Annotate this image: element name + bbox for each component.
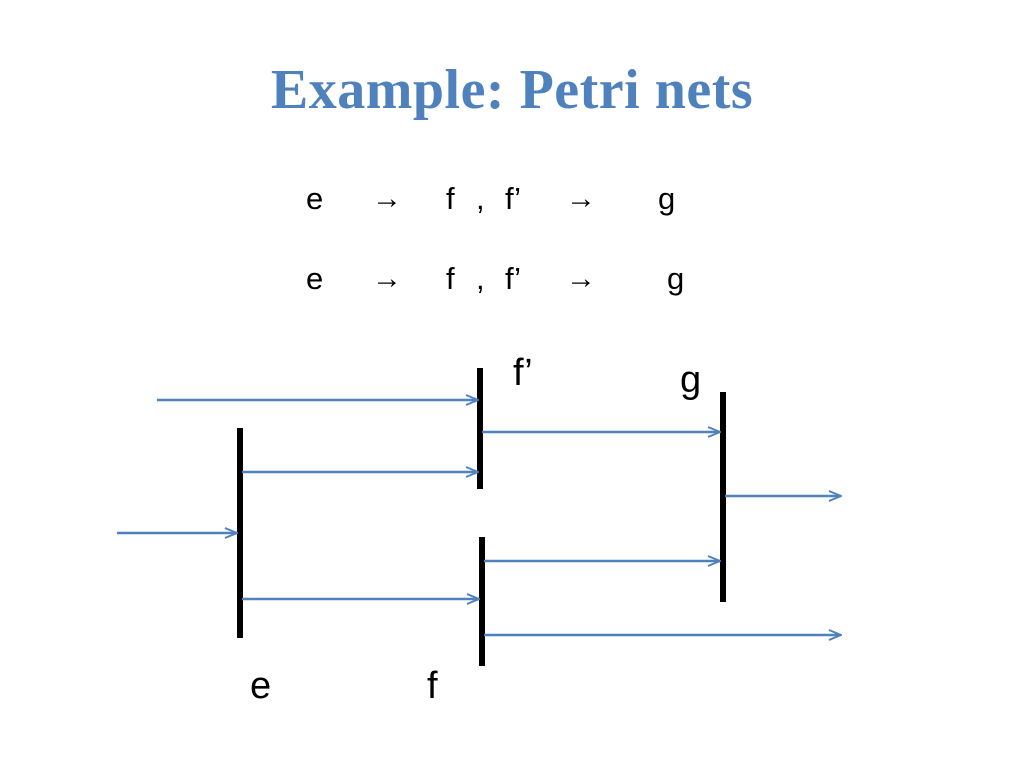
rule-1-comma: ,: [476, 181, 485, 216]
rule-1-arrow2-icon: →: [566, 182, 596, 215]
rule-2-arrow2-icon: →: [566, 262, 596, 295]
rule-1-mid2: f’: [505, 181, 522, 216]
rule-2-to: g: [667, 261, 685, 296]
label-e: e: [250, 665, 271, 707]
rule-line-1: e → f , f’ → g: [0, 179, 1024, 219]
rule-2-from: e: [306, 261, 324, 296]
label-f-prime: f’: [513, 352, 533, 394]
rule-2-mid2: f’: [505, 261, 522, 296]
label-g: g: [680, 359, 701, 401]
rule-2-comma: ,: [476, 261, 485, 296]
rule-2-arrow-icon: →: [372, 262, 402, 295]
rule-1-to: g: [658, 181, 676, 216]
rule-line-2: e → f , f’ → g: [0, 259, 1024, 299]
rule-1-mid1: f: [446, 181, 455, 216]
label-f: f: [427, 665, 438, 707]
rule-2-mid1: f: [446, 261, 455, 296]
rule-1-from: e: [306, 181, 324, 216]
rule-1-arrow-icon: →: [372, 182, 402, 215]
slide-title: Example: Petri nets: [270, 59, 754, 121]
